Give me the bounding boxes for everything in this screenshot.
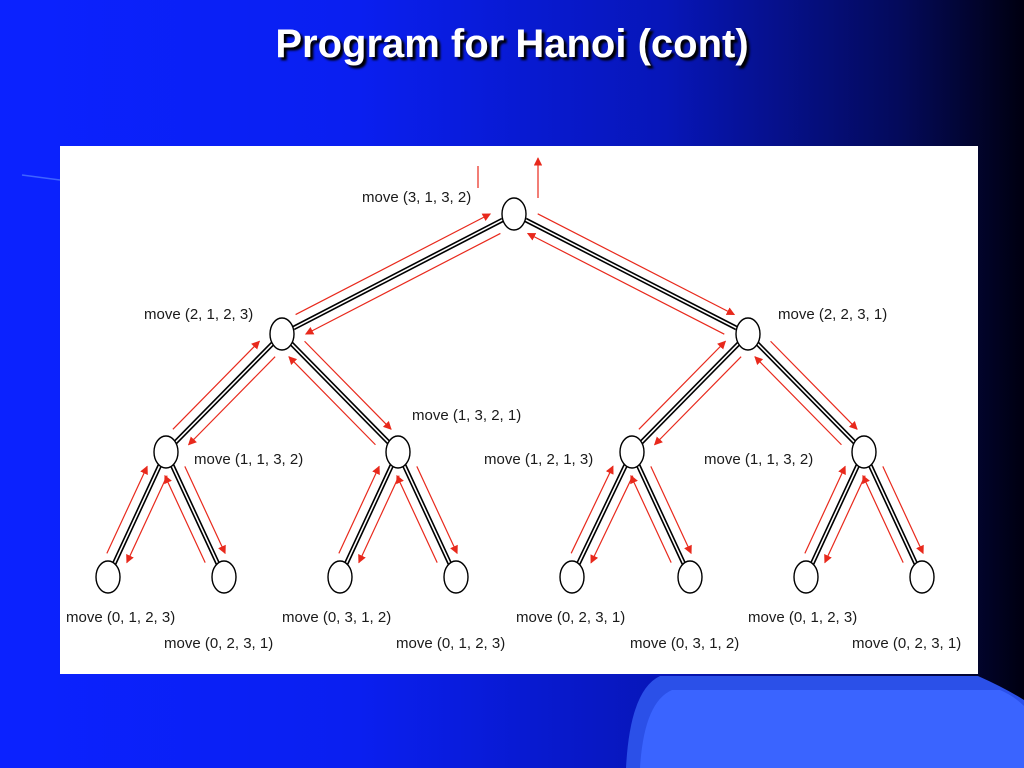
tree-node-ll: [153, 435, 179, 469]
descend-arrow: [304, 340, 392, 430]
tree-edge: [292, 217, 503, 328]
tree-edge: [635, 464, 684, 567]
tree-edge: [524, 220, 737, 331]
tree-edge: [343, 462, 392, 565]
tree-edge: [169, 464, 218, 567]
descend-arrow: [650, 466, 692, 555]
ascend-arrow: [638, 340, 727, 430]
ascend-arrow: [288, 356, 376, 446]
ascend-arrow: [396, 474, 438, 563]
ascend-arrow: [172, 340, 261, 430]
descend-arrow: [304, 232, 501, 335]
descend-arrow: [770, 340, 858, 430]
tree-edge: [114, 464, 163, 567]
ascend-arrow: [164, 474, 206, 563]
tree-nodes: [95, 197, 935, 594]
label-rr: move (1, 1, 3, 2): [704, 451, 813, 468]
descend-arrow: [358, 475, 400, 564]
ascend-arrow: [295, 213, 492, 316]
tree-edge: [809, 462, 858, 565]
descend-arrow: [590, 475, 634, 564]
tree-edge: [870, 462, 919, 565]
label-rl: move (1, 2, 1, 3): [484, 451, 593, 468]
label-rrr: move (0, 2, 3, 1): [852, 635, 961, 652]
tree-edge: [346, 464, 395, 567]
node-labels: move (3, 1, 3, 2) move (2, 1, 2, 3) move…: [66, 189, 961, 652]
ascend-arrow: [570, 465, 614, 554]
label-lrr: move (0, 1, 2, 3): [396, 635, 505, 652]
tree-edge: [578, 464, 629, 567]
tree-node-lll: [95, 560, 121, 594]
tree-node-lrl: [327, 560, 353, 594]
left-accent-line: [21, 174, 61, 181]
descend-arrow: [653, 356, 742, 446]
label-ll: move (1, 1, 3, 2): [194, 451, 303, 468]
ascend-arrow: [862, 474, 904, 563]
slide-title: Program for Hanoi (cont): [275, 22, 749, 66]
tree-node-right: [735, 317, 761, 351]
ascend-arrow: [526, 232, 725, 335]
ascend-arrow: [338, 465, 380, 554]
tree-edge: [289, 343, 389, 445]
ascend-arrow: [754, 356, 842, 446]
tree-edges: [111, 217, 919, 567]
tree-svg: move (3, 1, 3, 2) move (2, 1, 2, 3) move…: [66, 157, 961, 652]
tree-node-lr: [385, 435, 411, 469]
tree-edge: [525, 217, 738, 328]
tree-edge: [173, 341, 273, 443]
tree-edge: [757, 341, 857, 443]
tree-edge: [812, 464, 861, 567]
tree-edge: [755, 343, 855, 445]
label-rlr: move (0, 3, 1, 2): [630, 635, 739, 652]
label-rll: move (0, 2, 3, 1): [516, 609, 625, 626]
tree-node-rlr: [677, 560, 703, 594]
descend-arrow: [416, 466, 458, 555]
tree-edge: [641, 343, 741, 445]
descend-arrow: [824, 475, 866, 564]
tree-node-lrr: [443, 560, 469, 594]
tree-edge: [867, 464, 916, 567]
ascend-arrow: [106, 465, 148, 554]
tree-node-rll: [559, 560, 585, 594]
descend-arrow: [537, 213, 736, 316]
tree-node-root: [501, 197, 527, 231]
label-right: move (2, 2, 3, 1): [778, 306, 887, 323]
tree-edge: [175, 343, 275, 445]
tree-node-left: [269, 317, 295, 351]
bottom-right-swoosh-highlight: [640, 690, 1024, 768]
tree-edge: [638, 462, 687, 565]
tree-edge: [404, 462, 453, 565]
label-rrl: move (0, 1, 2, 3): [748, 609, 857, 626]
ascend-arrow: [804, 465, 846, 554]
tree-node-rrl: [793, 560, 819, 594]
tree-node-rr: [851, 435, 877, 469]
label-lrl: move (0, 3, 1, 2): [282, 609, 391, 626]
tree-edge: [401, 464, 450, 567]
tree-edge: [291, 341, 391, 443]
label-llr: move (0, 2, 3, 1): [164, 635, 273, 652]
tree-node-rl: [619, 435, 645, 469]
traversal-arrows: [106, 157, 924, 564]
tree-edge: [639, 341, 739, 443]
label-lr: move (1, 3, 2, 1): [412, 407, 521, 424]
label-left: move (2, 1, 2, 3): [144, 306, 253, 323]
tree-node-rrr: [909, 560, 935, 594]
tree-edge: [111, 462, 160, 565]
ascend-arrow: [630, 474, 672, 563]
tree-edge: [293, 220, 504, 331]
descend-arrow: [187, 356, 276, 446]
label-lll: move (0, 1, 2, 3): [66, 609, 175, 626]
recursion-tree-diagram: move (3, 1, 3, 2) move (2, 1, 2, 3) move…: [60, 146, 978, 674]
tree-edge: [172, 462, 221, 565]
label-root: move (3, 1, 3, 2): [362, 189, 471, 206]
descend-arrow: [882, 466, 924, 555]
tree-node-llr: [211, 560, 237, 594]
descend-arrow: [126, 475, 168, 564]
descend-arrow: [184, 466, 226, 555]
tree-edge: [575, 462, 626, 565]
